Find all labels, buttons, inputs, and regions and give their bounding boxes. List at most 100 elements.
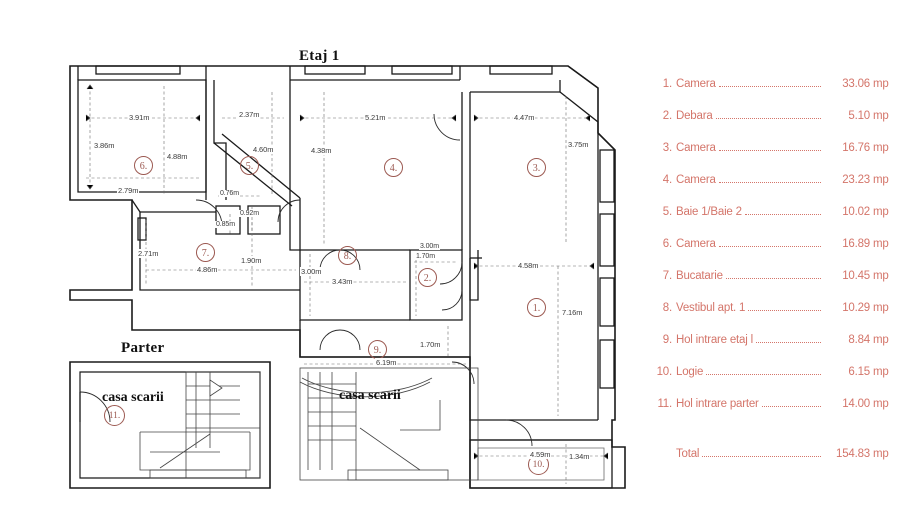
legend-total-value: 154.83: [836, 448, 870, 460]
plan-title-parter: Parter: [121, 340, 165, 356]
legend-unit: mp: [873, 174, 889, 186]
legend-total-label: Total: [676, 448, 700, 460]
dim-room3-width: 4.47m: [513, 113, 536, 122]
room-badge-4[interactable]: 4.: [384, 158, 403, 177]
legend-number: 2.: [662, 110, 672, 122]
interior-walls-group: [77, 65, 615, 489]
dim-room2-height: 3.00m: [419, 243, 440, 250]
dim-room7-height: 2.71m: [137, 249, 160, 258]
legend-item: 9. Hol intrare etaj l 8.84 mp: [650, 334, 895, 366]
legend-number: 5.: [662, 206, 672, 218]
dim-room10-width: 4.59m: [529, 450, 552, 459]
parter-staircase-group: [139, 371, 261, 479]
legend-number: 8.: [662, 302, 672, 314]
dim-room1-width: 4.58m: [517, 261, 540, 270]
legend-number: 4.: [662, 174, 672, 186]
legend-unit: mp: [873, 302, 889, 314]
dim-room9-right: 1.70m: [419, 340, 442, 349]
legend-unit: mp: [873, 110, 889, 122]
legend-number: 3.: [662, 142, 672, 154]
legend-value: 10.02: [842, 206, 870, 218]
legend-value: 8.84: [848, 334, 870, 346]
legend-label: Baie 1/Baie 2: [676, 206, 742, 218]
legend-item: 6. Camera 16.89 mp: [650, 238, 895, 270]
legend-total-row: Total 154.83 mp: [650, 448, 895, 468]
room-badge-3[interactable]: 3.: [527, 158, 546, 177]
legend-leader: [718, 142, 821, 151]
legend-label: Camera: [676, 142, 716, 154]
legend-label: Camera: [676, 174, 716, 186]
legend-label: Logie: [676, 366, 704, 378]
legend-item: 11. Hol intrare parter 14.00 mp: [650, 398, 895, 430]
dimension-arrows-group: [85, 84, 609, 460]
dim-room7-right: 1.90m: [240, 256, 263, 265]
legend-leader: [744, 206, 821, 215]
dim-room5-width: 2.37m: [238, 110, 261, 119]
room-badge-1[interactable]: 1.: [527, 298, 546, 317]
dim-hall-092: 0.92m: [239, 210, 260, 217]
dim-room1-height: 7.16m: [561, 308, 584, 317]
room-legend-list: 1. Camera 33.06 mp 2. Debara 5.10 mp 3. …: [650, 78, 895, 430]
legend-total-unit: mp: [873, 448, 889, 460]
parter-walls-group: [79, 371, 261, 479]
legend-label: Camera: [676, 78, 716, 90]
legend-number: 11.: [657, 398, 672, 410]
dim-room2-width: 1.70m: [415, 253, 436, 260]
dim-room4-height: 4.38m: [310, 146, 333, 155]
dim-room6-height-left: 3.86m: [93, 141, 116, 150]
legend-item: 2. Debara 5.10 mp: [650, 110, 895, 142]
legend-number: 1.: [662, 78, 672, 90]
room-badge-7[interactable]: 7.: [196, 243, 215, 262]
legend-value: 6.15: [848, 366, 870, 378]
legend-unit: mp: [873, 334, 889, 346]
legend-label: Hol intrare etaj l: [676, 334, 753, 346]
dim-hall-076: 0.76m: [219, 190, 240, 197]
legend-number: 10.: [656, 366, 673, 378]
legend-unit: mp: [873, 78, 889, 90]
plan-title-etaj: Etaj 1: [299, 48, 340, 64]
legend-leader: [718, 238, 821, 247]
room-badge-2[interactable]: 2.: [418, 268, 437, 287]
legend-item: 7. Bucatarie 10.45 mp: [650, 270, 895, 302]
legend-item: 3. Camera 16.76 mp: [650, 142, 895, 174]
legend-total: Total 154.83 mp: [650, 448, 895, 468]
legend-leader: [718, 174, 821, 183]
legend-label: Bucatarie: [676, 270, 723, 282]
legend-leader: [748, 302, 821, 311]
wall-outline-group: [69, 65, 626, 489]
legend-value: 10.29: [842, 302, 870, 314]
dim-room3-height: 3.75m: [567, 140, 590, 149]
dim-room8-height: 3.00m: [300, 267, 323, 276]
legend-unit: mp: [873, 238, 889, 250]
dim-room6-width-bottom: 2.79m: [117, 186, 140, 195]
dim-room4-width: 5.21m: [364, 113, 387, 122]
legend-leader: [761, 398, 821, 407]
legend-leader: [755, 334, 821, 343]
legend-number: 6.: [662, 238, 672, 250]
legend-value: 23.23: [842, 174, 870, 186]
legend-unit: mp: [873, 366, 889, 378]
room-badge-9[interactable]: 9.: [368, 340, 387, 359]
legend-item: 4. Camera 23.23 mp: [650, 174, 895, 206]
dim-room6-width-top: 3.91m: [128, 113, 151, 122]
room-badge-5[interactable]: 5.: [240, 156, 259, 175]
room-badge-11[interactable]: 11.: [104, 405, 125, 426]
legend-item: 1. Camera 33.06 mp: [650, 78, 895, 110]
staircase-etaj-group: [299, 367, 479, 481]
legend-leader: [706, 366, 821, 375]
legend-value: 10.45: [842, 270, 870, 282]
legend-unit: mp: [873, 142, 889, 154]
legend-label: Hol intrare parter: [676, 398, 759, 410]
legend-label: Camera: [676, 238, 716, 250]
legend-unit: mp: [873, 398, 889, 410]
dim-room5-height: 4.60m: [252, 145, 275, 154]
legend-item: 5. Baie 1/Baie 2 10.02 mp: [650, 206, 895, 238]
dim-hall-085: 0.85m: [215, 221, 236, 228]
room-badge-8[interactable]: 8.: [338, 246, 357, 265]
floor-plan-drawing: Etaj 1 Parter casa scarii casa scarii 6.…: [69, 48, 626, 489]
dim-room8-width: 3.43m: [331, 277, 354, 286]
legend-unit: mp: [873, 270, 889, 282]
dim-room10-height: 1.34m: [568, 452, 591, 461]
room-badge-6[interactable]: 6.: [134, 156, 153, 175]
